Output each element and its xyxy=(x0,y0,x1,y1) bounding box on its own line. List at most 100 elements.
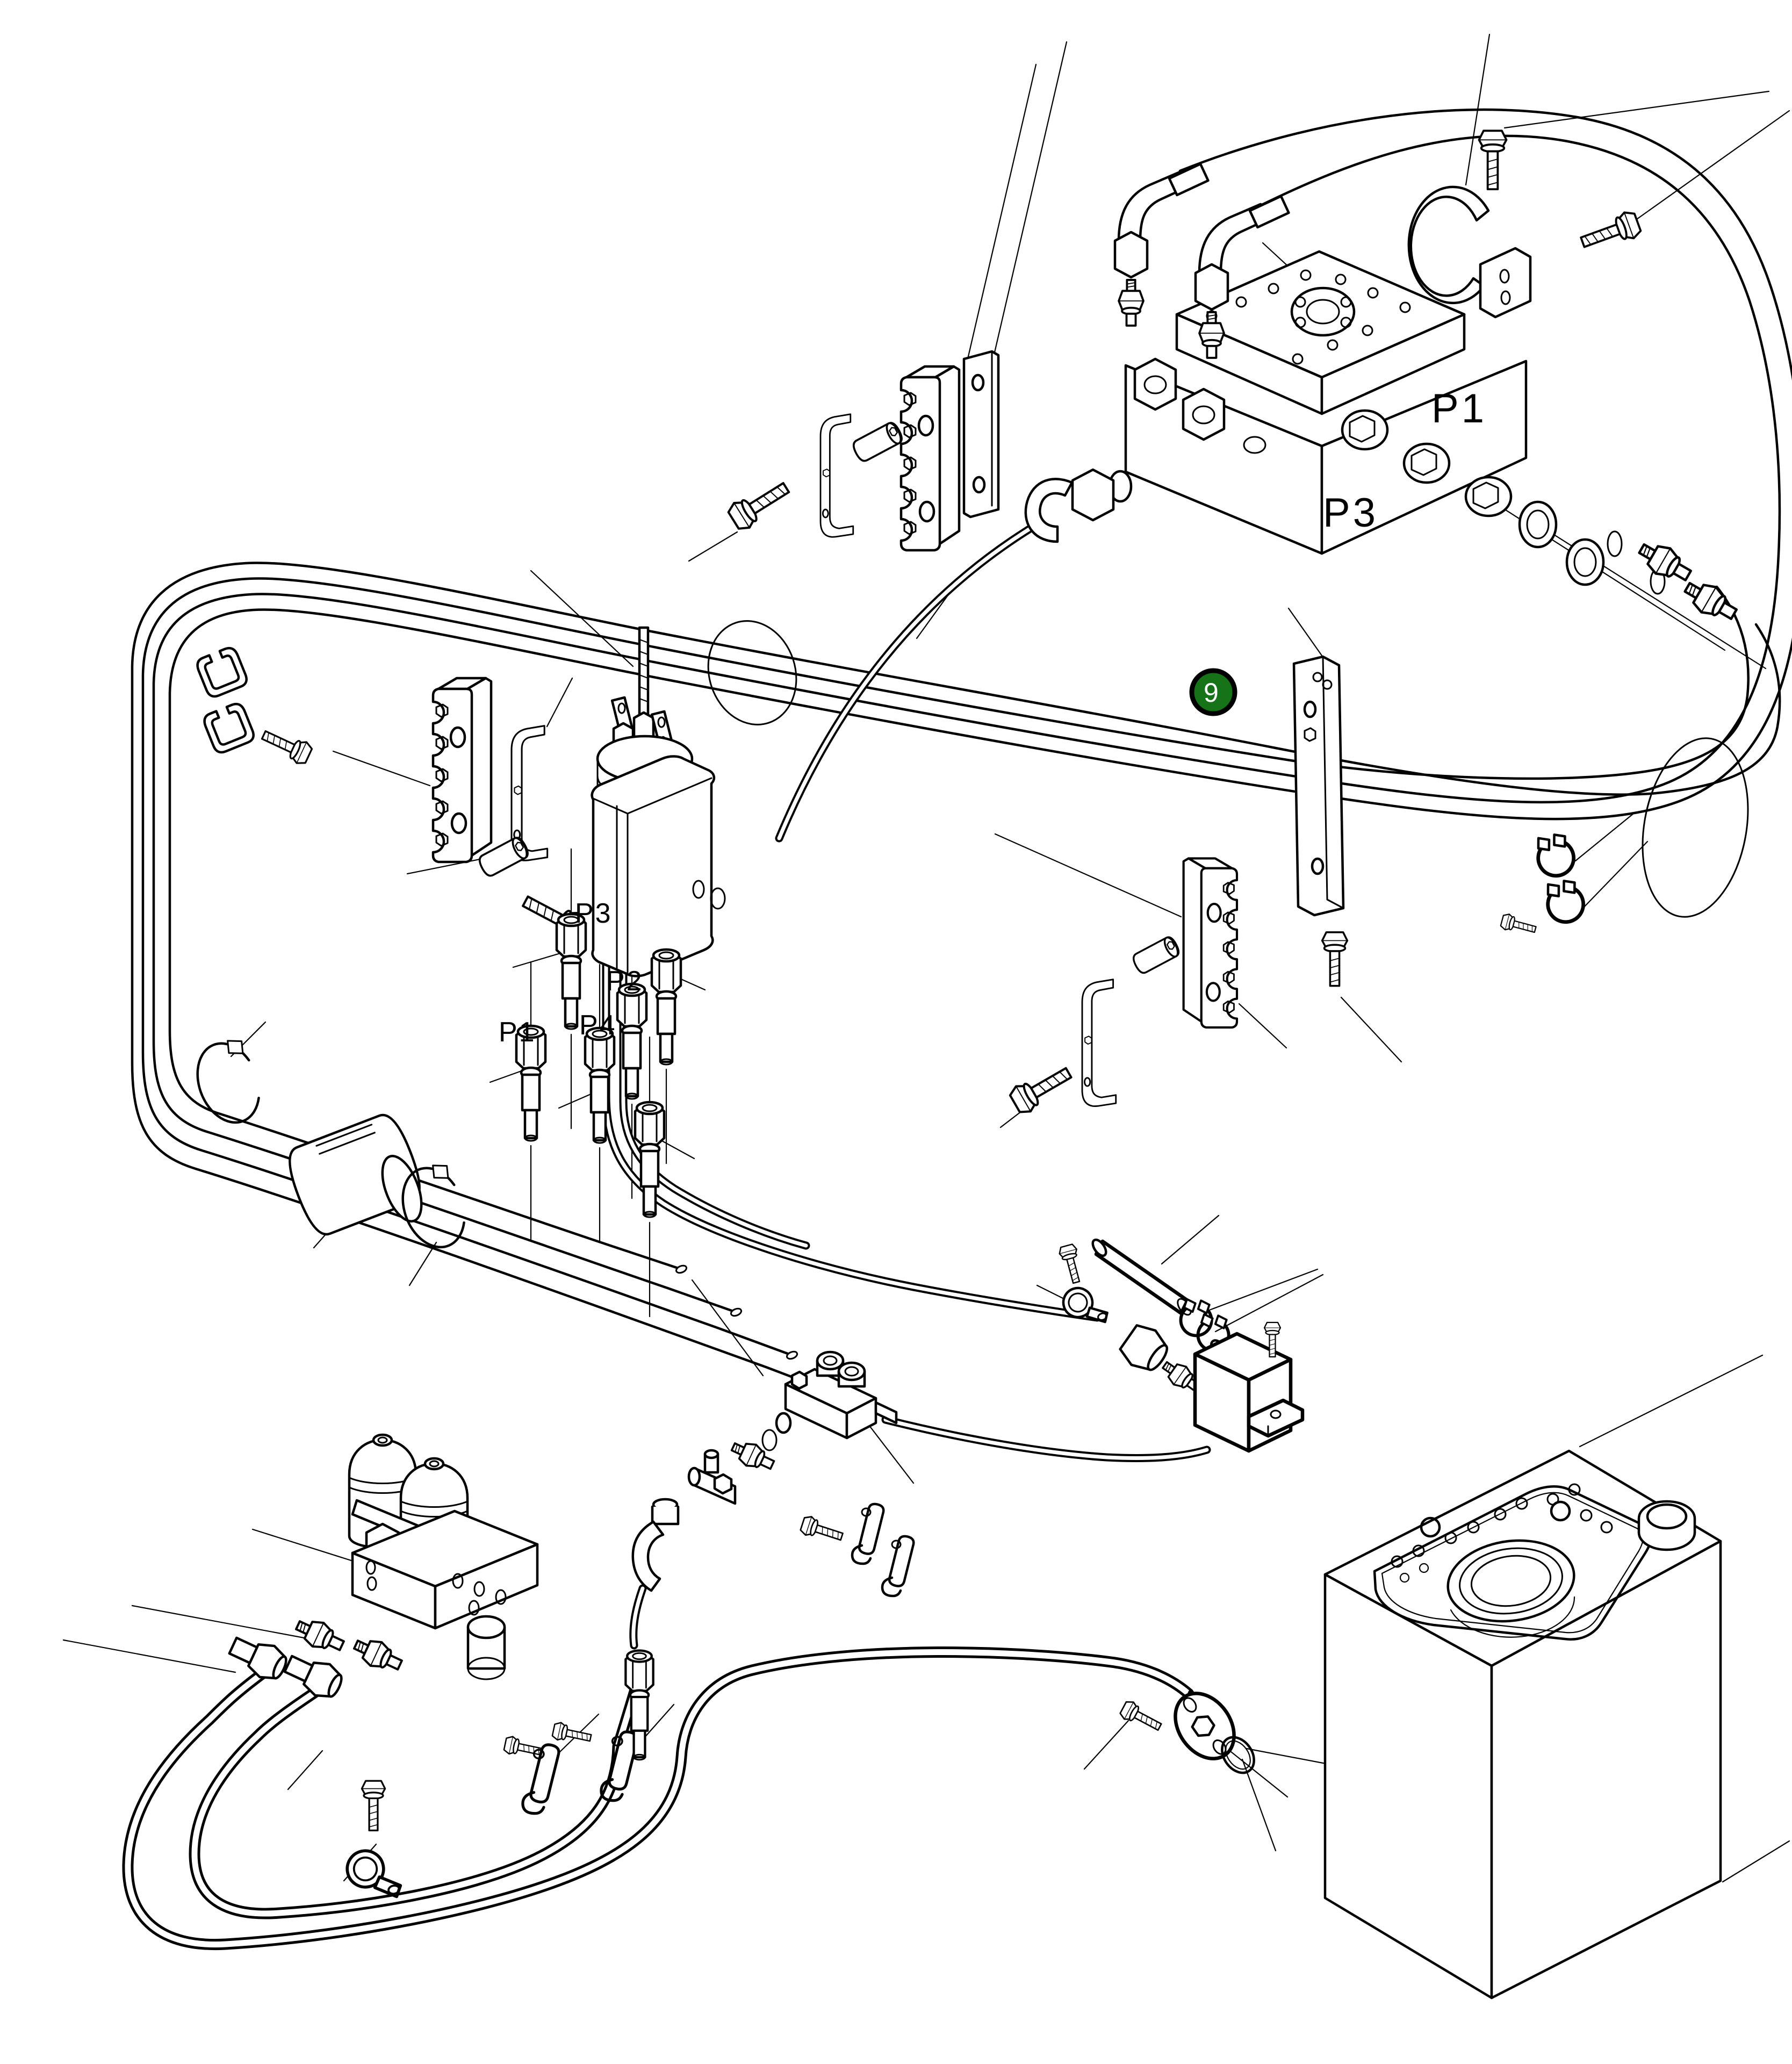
o-ring xyxy=(761,1429,778,1451)
elbow-fitting xyxy=(631,1498,680,1592)
u-clamp xyxy=(195,645,249,699)
tube-clamp-block xyxy=(901,366,959,550)
valve-left-port-hose xyxy=(775,525,1033,843)
hook-clamp xyxy=(882,1535,915,1596)
part-number-badge[interactable]: 9 xyxy=(1189,668,1237,716)
hose-line-1 xyxy=(168,108,1792,1271)
loop-p-clip xyxy=(344,1845,402,1905)
hose-line-2 xyxy=(152,134,1781,1314)
valve-port-boss-p3 xyxy=(1565,538,1605,586)
valve-top-plate-holes xyxy=(1206,269,1411,365)
manifold-adapter-2 xyxy=(350,1632,405,1677)
control-valve-assembly xyxy=(1024,162,1741,627)
elbow-fitting-1 xyxy=(1113,162,1210,279)
valve-plug-left-2 xyxy=(1182,387,1226,441)
tube-clamp-group-left xyxy=(433,678,587,943)
flange-o-ring xyxy=(1221,1736,1255,1774)
return-filter-block xyxy=(1193,1332,1305,1453)
hook-bolt-2 xyxy=(551,1721,593,1747)
label-hose-p4: P4 xyxy=(579,1010,617,1041)
support-plate xyxy=(1292,655,1349,987)
bundle-group-ellipse-left xyxy=(707,620,797,725)
hose-clamp-top xyxy=(1407,130,1644,319)
hose-line-3 xyxy=(141,577,1750,1357)
label-valve-p1: P1 xyxy=(1431,386,1487,432)
clamp-bracket xyxy=(819,413,854,538)
block-bolt xyxy=(798,1514,846,1547)
steel-tube xyxy=(1091,1238,1192,1316)
plate-bolt xyxy=(1321,931,1349,987)
fitting-extra-a xyxy=(652,950,681,1065)
suction-flange-group xyxy=(1118,1690,1255,1774)
o-ring xyxy=(1607,530,1623,557)
port-fitting xyxy=(727,1435,779,1477)
small-clamps-right xyxy=(1499,830,1588,938)
pilot-hoses xyxy=(602,525,1211,1462)
hook-clamp xyxy=(852,1502,885,1564)
clamp-bolt-top xyxy=(1478,130,1508,191)
elbow-adapter-1 xyxy=(1118,278,1145,327)
hook-bolt-1 xyxy=(502,1735,545,1761)
spring-clip xyxy=(196,1040,260,1124)
elbow-fitting-2 xyxy=(1194,195,1290,311)
flange-bolt xyxy=(1118,1698,1165,1737)
tube-clamp-group-right xyxy=(1007,858,1237,1116)
clamp-bolt xyxy=(1007,1060,1076,1116)
hose-nut-1 xyxy=(228,1636,287,1680)
o-ring xyxy=(710,887,726,910)
valve-plug-right-3 xyxy=(1464,476,1513,517)
hook-clamp-1 xyxy=(523,1743,560,1814)
hose-nut-2 xyxy=(283,1655,343,1698)
left-elbow-fitting xyxy=(1024,468,1115,543)
tank-manifold-group xyxy=(1057,1238,1305,1453)
part-number-badge-text: 9 xyxy=(1204,678,1219,708)
label-valve-p3: P3 xyxy=(1323,490,1378,536)
bundle-sleeve xyxy=(289,1113,423,1236)
bundle-sleeve-group xyxy=(196,1040,465,1249)
spring-clip xyxy=(401,1164,465,1249)
clamp-bolt-side xyxy=(1577,208,1644,256)
clamp-spacer xyxy=(1130,934,1182,976)
filler-cap xyxy=(1637,1500,1696,1551)
u-clamp xyxy=(202,701,256,755)
bundle-group-ellipse-right xyxy=(1642,737,1749,918)
clamp-spacer xyxy=(850,420,905,464)
label-hose-p1: P1 xyxy=(499,1017,536,1048)
accumulator-manifold xyxy=(351,1509,539,1680)
loop-bolt xyxy=(361,1780,386,1831)
label-hose-p3: P3 xyxy=(575,898,613,929)
hose-end-nut xyxy=(1119,1324,1168,1371)
valve-plug-left-1 xyxy=(1133,357,1177,411)
hose-line-4 xyxy=(131,562,1781,1400)
brake-loop-hoses xyxy=(122,1646,1194,1951)
brake-valve-block xyxy=(625,1350,915,1760)
clamp-bolt xyxy=(726,476,794,533)
loop-hose-outer xyxy=(122,1646,1194,1951)
clamp-plate xyxy=(962,350,1000,519)
valve-plug-right-2 xyxy=(1402,442,1451,484)
valve-port-boss-p1 xyxy=(1518,500,1558,549)
tank-cover-plate xyxy=(1373,1483,1653,1641)
label-hose-p2: P2 xyxy=(606,966,644,997)
valve-plug-right-1 xyxy=(1341,409,1389,451)
suction-flange xyxy=(1174,1692,1236,1760)
grouping-marks xyxy=(707,620,1749,918)
hydraulic-tank xyxy=(1323,1449,1722,2000)
clamp-bracket xyxy=(1081,979,1117,1107)
solenoid-drain-hose xyxy=(602,957,1102,1322)
port-fitting-p3 xyxy=(1680,575,1741,627)
p-clip-bolt xyxy=(1057,1242,1086,1285)
tee-fitting xyxy=(687,1449,737,1505)
p-clip xyxy=(1060,1281,1110,1333)
manifold-adapter-1 xyxy=(292,1613,347,1657)
tube-clamp-block xyxy=(1184,858,1237,1027)
clamp-bolt xyxy=(258,723,315,767)
small-bolt xyxy=(1499,912,1538,938)
bundle-corner-clamps xyxy=(195,645,315,767)
pressure-switch xyxy=(591,626,726,977)
switch-body xyxy=(591,755,716,977)
accumulator-assembly xyxy=(228,1435,539,1698)
tube-clamp-block xyxy=(433,678,491,862)
